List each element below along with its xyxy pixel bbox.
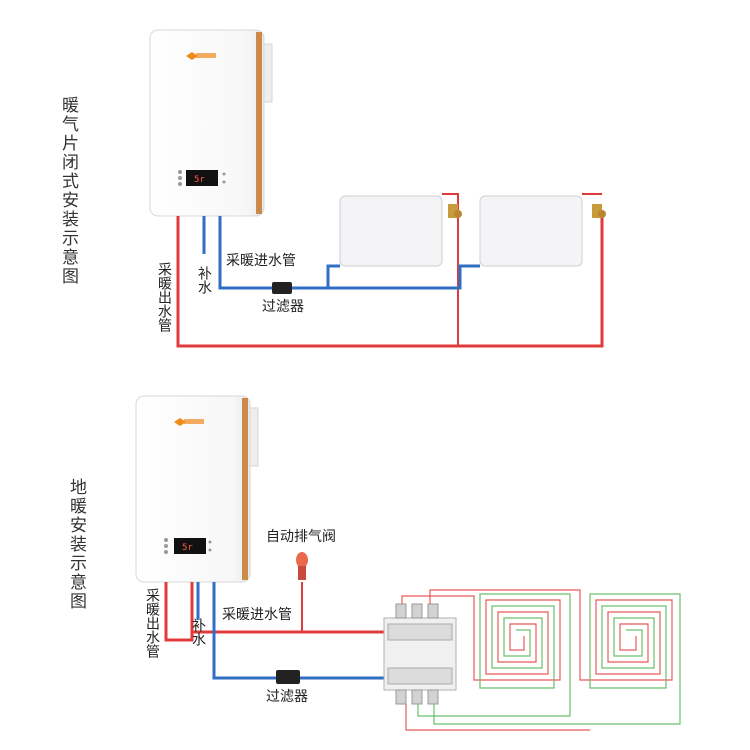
return-pipe — [176, 210, 604, 348]
air-vent-label: 自动排气阀 — [266, 529, 336, 545]
boiler-trim — [242, 398, 248, 580]
top-pipes — [176, 193, 604, 348]
floor-loop-1-green — [417, 593, 571, 717]
button-dot — [178, 176, 182, 180]
radiator-1 — [339, 195, 462, 267]
radiator-2 — [479, 195, 606, 267]
bottom-filter-label: 过滤器 — [266, 689, 308, 705]
floor-loop-2-green — [433, 593, 681, 725]
top-supply-pipe-label: 采暖进水管 — [226, 253, 296, 269]
supply-branch-1 — [326, 264, 340, 288]
return-branch-1 — [442, 193, 459, 346]
floor-loop-2-red — [429, 589, 673, 681]
filter-icon — [276, 670, 300, 684]
top-boiler — [149, 29, 273, 217]
top-display-value: 5r — [194, 175, 205, 185]
button-dot — [178, 182, 182, 186]
bottom-supply-pipe-label: 采暖进水管 — [222, 607, 292, 623]
button-dot — [178, 170, 182, 174]
display-panel — [186, 170, 218, 186]
manifold-icon — [383, 603, 457, 705]
return-pipe — [164, 582, 194, 642]
brand-logo-icon — [174, 418, 204, 426]
floor-heating-loops — [401, 589, 681, 731]
filter-icon — [272, 282, 292, 294]
valve-icon — [592, 204, 606, 218]
bottom-boiler — [135, 395, 259, 583]
floor-loop-return — [405, 704, 590, 731]
floor-loop-1-red — [401, 595, 561, 681]
boiler-trim — [256, 32, 262, 214]
bottom-display-value: 5r — [182, 543, 193, 553]
bottom-diagram-title: 地暖安装示意图 — [66, 478, 86, 611]
air-vent-icon — [296, 552, 308, 580]
top-filter-label: 过滤器 — [262, 299, 304, 315]
bottom-pipes — [164, 582, 384, 680]
top-makeup-water-label: 补水 — [196, 266, 212, 294]
valve-icon — [448, 204, 462, 218]
bottom-makeup-water-label: 补水 — [190, 618, 206, 646]
top-return-pipe-label: 采暖出水管 — [156, 262, 172, 332]
supply-pipe — [218, 216, 480, 290]
return-line — [212, 582, 384, 680]
brand-logo-icon — [186, 52, 216, 60]
top-diagram-title: 暖气片闭式安装示意图 — [58, 96, 78, 286]
display-panel — [174, 538, 206, 554]
bottom-return-pipe-label: 采暖出水管 — [144, 588, 160, 658]
